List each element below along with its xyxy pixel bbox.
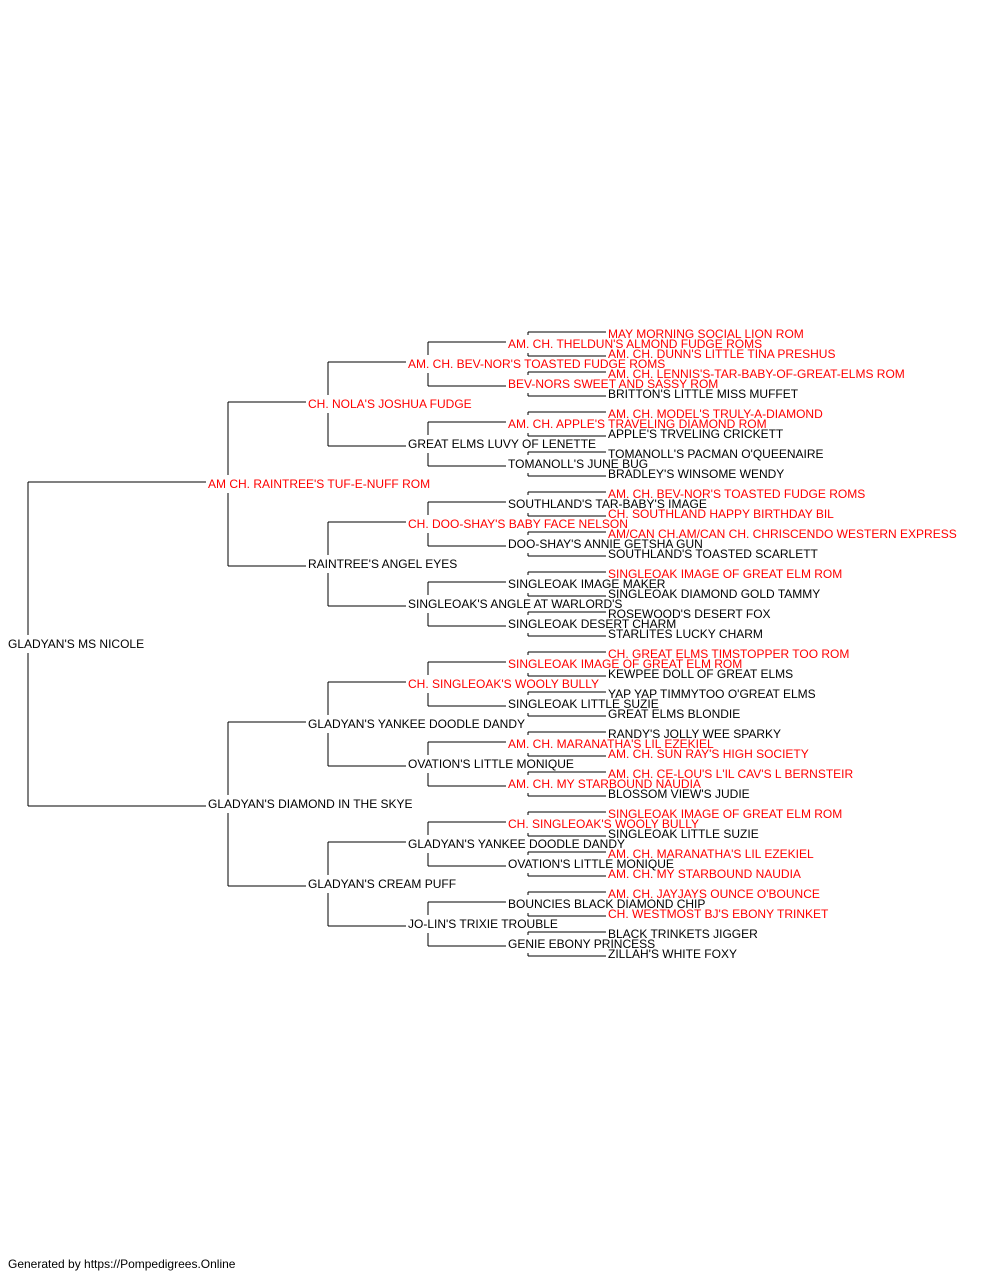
ancestor-name: AM. CH. MARANATHA'S LIL EZEKIEL [608,847,814,861]
ancestor-name: GREAT ELMS BLONDIE [608,707,740,721]
ancestor-name: CH. SINGLEOAK'S WOOLY BULLY [508,817,699,831]
ancestor-name: CH. WESTMOST BJ'S EBONY TRINKET [608,907,829,921]
ancestor-name: JO-LIN'S TRIXIE TROUBLE [408,917,558,931]
ancestor-name: BLACK TRINKETS JIGGER [608,927,758,941]
ancestor-name: RANDY'S JOLLY WEE SPARKY [608,727,781,741]
ancestor-name: AM. CH. MODEL'S TRULY-A-DIAMOND [608,407,823,421]
ancestor-name: AM. CH. JAYJAYS OUNCE O'BOUNCE [608,887,820,901]
ancestor-name: TOMANOLL'S JUNE BUG [508,457,648,471]
ancestor-name: AM. CH. MY STARBOUND NAUDIA [508,777,701,791]
ancestor-name: GREAT ELMS LUVY OF LENETTE [408,437,596,451]
ancestor-name: DOO-SHAY'S ANNIE GETSHA GUN [508,537,703,551]
ancestor-name: KEWPEE DOLL OF GREAT ELMS [608,667,793,681]
ancestor-name: GLADYAN'S YANKEE DOODLE DANDY [408,837,625,851]
ancestor-name: YAP YAP TIMMYTOO O'GREAT ELMS [608,687,816,701]
ancestor-name: SINGLEOAK IMAGE OF GREAT ELM ROM [508,657,742,671]
ancestor-name: AM. CH. THELDUN'S ALMOND FUDGE ROMS [508,337,762,351]
ancestor-name: OVATION'S LITTLE MONIQUE [508,857,674,871]
ancestor-name: BEV-NORS SWEET AND SASSY ROM [508,377,718,391]
ancestor-name: SINGLEOAK LITTLE SUZIE [608,827,759,841]
ancestor-name: BOUNCIES BLACK DIAMOND CHIP [508,897,705,911]
ancestor-name: AM. CH. SUN RAY'S HIGH SOCIETY [608,747,809,761]
ancestor-name: AM/CAN CH.AM/CAN CH. CHRISCENDO WESTERN … [608,527,957,541]
ancestor-name: ZILLAH'S WHITE FOXY [608,947,737,961]
ancestor-name: AM. CH. LENNIS'S-TAR-BABY-OF-GREAT-ELMS … [608,367,905,381]
ancestor-name: GENIE EBONY PRINCESS [508,937,655,951]
ancestor-name: CH. DOO-SHAY'S BABY FACE NELSON [408,517,628,531]
ancestor-name: AM. CH. MARANATHA'S LIL EZEKIEL [508,737,714,751]
ancestor-name: SINGLEOAK LITTLE SUZIE [508,697,659,711]
ancestor-name: GLADYAN'S DIAMOND IN THE SKYE [208,797,413,811]
ancestor-name: AM CH. RAINTREE'S TUF-E-NUFF ROM [208,477,430,491]
ancestor-name: AM. CH. CE-LOU'S L'IL CAV'S L BERNSTEIR [608,767,853,781]
ancestor-name: OVATION'S LITTLE MONIQUE [408,757,574,771]
ancestor-name: CH. SINGLEOAK'S WOOLY BULLY [408,677,599,691]
ancestor-name: SINGLEOAK IMAGE OF GREAT ELM ROM [608,567,842,581]
ancestor-name: AM. CH. BEV-NOR'S TOASTED FUDGE ROMS [408,357,665,371]
ancestor-name: TOMANOLL'S PACMAN O'QUEENAIRE [608,447,824,461]
subject-name: GLADYAN'S MS NICOLE [8,637,144,651]
ancestor-name: RAINTREE'S ANGEL EYES [308,557,457,571]
ancestor-name: AM. CH. MY STARBOUND NAUDIA [608,867,801,881]
footer-credit: Generated by https://Pompedigrees.Online [8,1257,236,1271]
ancestor-name: CH. GREAT ELMS TIMSTOPPER TOO ROM [608,647,849,661]
ancestor-name: SINGLEOAK IMAGE MAKER [508,577,666,591]
ancestor-name: BLOSSOM VIEW'S JUDIE [608,787,750,801]
ancestor-name: ROSEWOOD'S DESERT FOX [608,607,771,621]
ancestor-name: GLADYAN'S YANKEE DOODLE DANDY [308,717,525,731]
ancestor-name: APPLE'S TRVELING CRICKETT [608,427,784,441]
ancestor-name: BRADLEY'S WINSOME WENDY [608,467,784,481]
ancestor-name: AM. CH. DUNN'S LITTLE TINA PRESHUS [608,347,835,361]
ancestor-name: AM. CH. APPLE'S TRAVELING DIAMOND ROM [508,417,767,431]
ancestor-name: CH. SOUTHLAND HAPPY BIRTHDAY BIL [608,507,834,521]
ancestor-name: SINGLEOAK DESERT CHARM [508,617,676,631]
ancestor-name: BRITTON'S LITTLE MISS MUFFET [608,387,799,401]
ancestor-name: SINGLEOAK'S ANGLE AT WARLORD'S [408,597,622,611]
ancestor-name: SINGLEOAK DIAMOND GOLD TAMMY [608,587,820,601]
ancestor-name: SOUTHLAND'S TOASTED SCARLETT [608,547,819,561]
ancestor-name: GLADYAN'S CREAM PUFF [308,877,456,891]
ancestor-name: SOUTHLAND'S TAR-BABY'S IMAGE [508,497,707,511]
ancestor-name: SINGLEOAK IMAGE OF GREAT ELM ROM [608,807,842,821]
ancestor-name: CH. NOLA'S JOSHUA FUDGE [308,397,472,411]
ancestor-name: STARLITES LUCKY CHARM [608,627,763,641]
ancestor-name: MAY MORNING SOCIAL LION ROM [608,327,804,341]
ancestor-name: AM. CH. BEV-NOR'S TOASTED FUDGE ROMS [608,487,865,501]
